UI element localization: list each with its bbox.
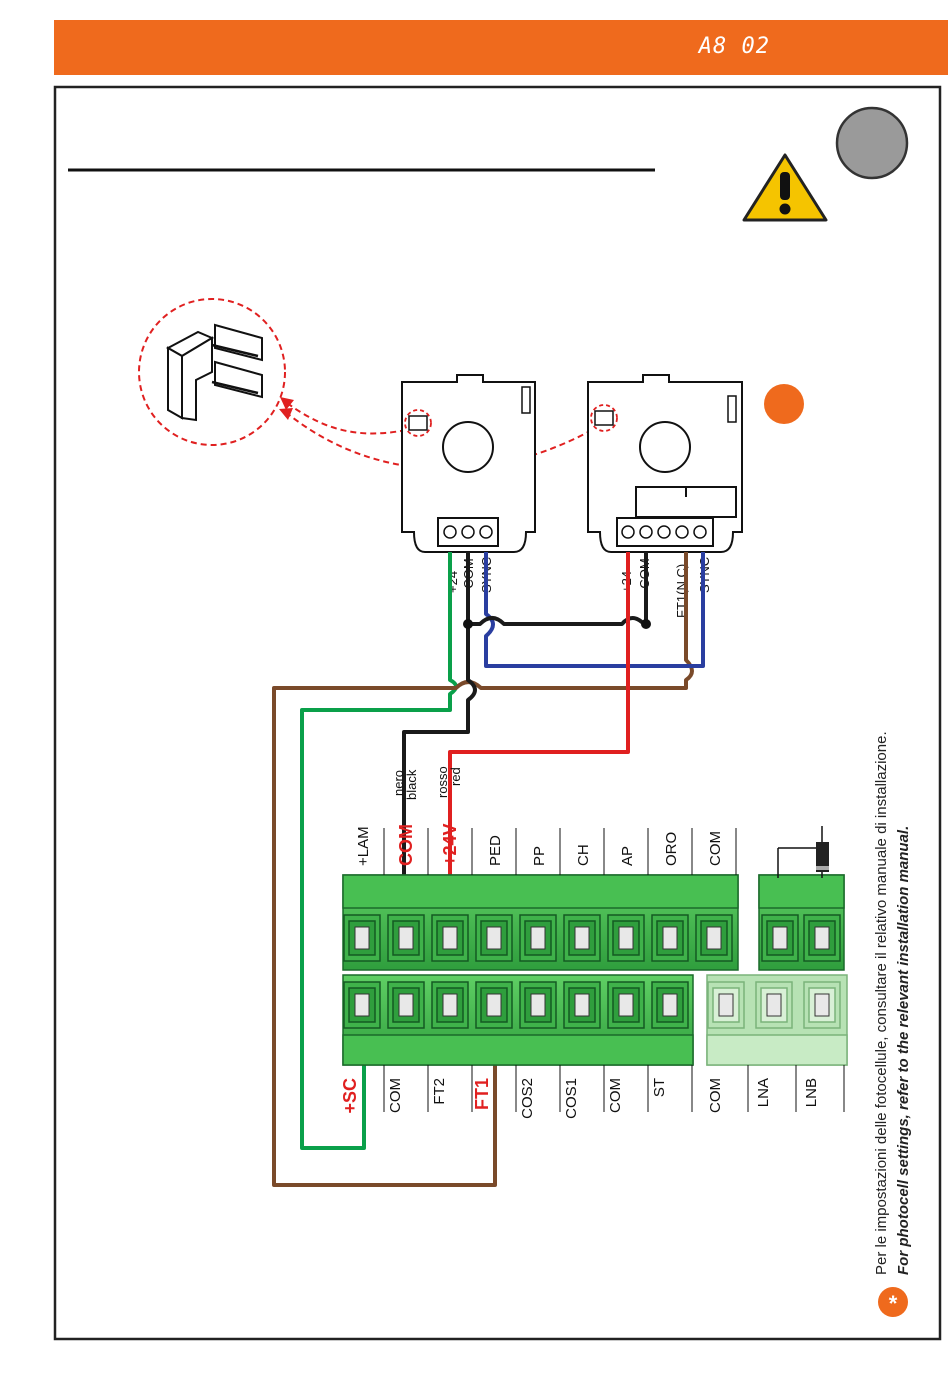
terminal-label-top: PP xyxy=(531,846,548,866)
terminal-screw xyxy=(563,914,601,962)
jumper-arrow-tx xyxy=(282,399,407,435)
orange-dot-marker xyxy=(764,384,804,424)
wire-green-24 xyxy=(300,552,458,1150)
terminal-screw xyxy=(651,981,689,1029)
terminal-label-bottom: COM xyxy=(707,1078,724,1113)
terminal-screw xyxy=(707,981,745,1029)
terminal-screw xyxy=(607,981,645,1029)
photocell-rx-terminal-labels: +24 -COM FT1(N.C) SYNC xyxy=(619,557,712,618)
terminal-label-bottom: FT2 xyxy=(431,1078,448,1105)
terminal-label-bottom: LNA xyxy=(755,1078,772,1107)
terminal-screw xyxy=(387,981,425,1029)
note-line-it: Per le impostazioni delle fotocellule, c… xyxy=(873,731,890,1275)
terminal-label-top: CH xyxy=(575,844,592,866)
side-note: Per le impostazioni delle fotocellule, c… xyxy=(873,731,912,1275)
jumper-arrow-rx xyxy=(282,409,593,470)
terminal-label-top: AP xyxy=(619,846,636,866)
label-nero: nero xyxy=(391,770,406,796)
svg-text:*: * xyxy=(889,1291,898,1316)
label-red: red xyxy=(448,767,463,786)
tx-label-24: +24 xyxy=(445,571,460,593)
terminal-screw xyxy=(519,981,557,1029)
terminal-screw xyxy=(761,914,799,962)
terminal-screw xyxy=(607,914,645,962)
page-frame xyxy=(53,85,942,1341)
terminal-label-top: COM xyxy=(707,831,724,866)
photocell-receiver xyxy=(587,374,743,553)
terminal-label-bottom: COM xyxy=(387,1078,404,1113)
terminal-screw xyxy=(431,981,469,1029)
wire-blue-sync xyxy=(484,552,705,668)
label-rosso: rosso xyxy=(435,766,450,798)
terminal-screw xyxy=(563,981,601,1029)
wire-red-24 xyxy=(448,552,630,878)
terminal-screw xyxy=(519,914,557,962)
terminal-screw xyxy=(431,914,469,962)
diode-icon xyxy=(777,826,829,878)
terminal-screw xyxy=(803,914,841,962)
terminal-screw xyxy=(387,914,425,962)
terminal-label-top: ORO xyxy=(663,832,680,866)
label-black: black xyxy=(404,769,419,800)
terminal-label-bottom: LNB xyxy=(803,1078,820,1107)
terminal-screw xyxy=(475,981,513,1029)
terminal-screw xyxy=(651,914,689,962)
terminal-label-bottom: +SC xyxy=(340,1078,360,1114)
terminal-label-top: +24V xyxy=(440,823,460,866)
note-line-en: For photocell settings, refer to the rel… xyxy=(895,826,912,1275)
grey-circle-badge xyxy=(835,106,909,180)
terminal-screw xyxy=(343,914,381,962)
wire-black-bridge xyxy=(468,552,648,626)
model-code: A8 02 xyxy=(698,34,770,59)
terminal-screw xyxy=(803,981,841,1029)
terminal-label-bottom: COS1 xyxy=(563,1078,580,1119)
terminal-label-bottom: ST xyxy=(651,1078,668,1097)
warning-triangle-icon xyxy=(742,153,828,222)
terminal-label-top: COM xyxy=(396,824,416,866)
terminal-label-bottom: COM xyxy=(607,1078,624,1113)
terminal-screw xyxy=(695,914,733,962)
terminal-screw xyxy=(475,914,513,962)
photocell-transmitter xyxy=(401,374,536,553)
terminal-screw xyxy=(343,981,381,1029)
connector-detail xyxy=(138,298,286,446)
terminal-label-top: PED xyxy=(487,835,504,866)
terminal-label-bottom: FT1 xyxy=(472,1078,492,1110)
terminal-label-top: +LAM xyxy=(355,826,372,866)
header-bar: A8 02 xyxy=(54,20,948,75)
terminal-screw xyxy=(755,981,793,1029)
asterisk-icon: * xyxy=(878,1287,908,1317)
wire-black-com xyxy=(402,552,477,880)
terminal-label-bottom: COS2 xyxy=(519,1078,536,1119)
